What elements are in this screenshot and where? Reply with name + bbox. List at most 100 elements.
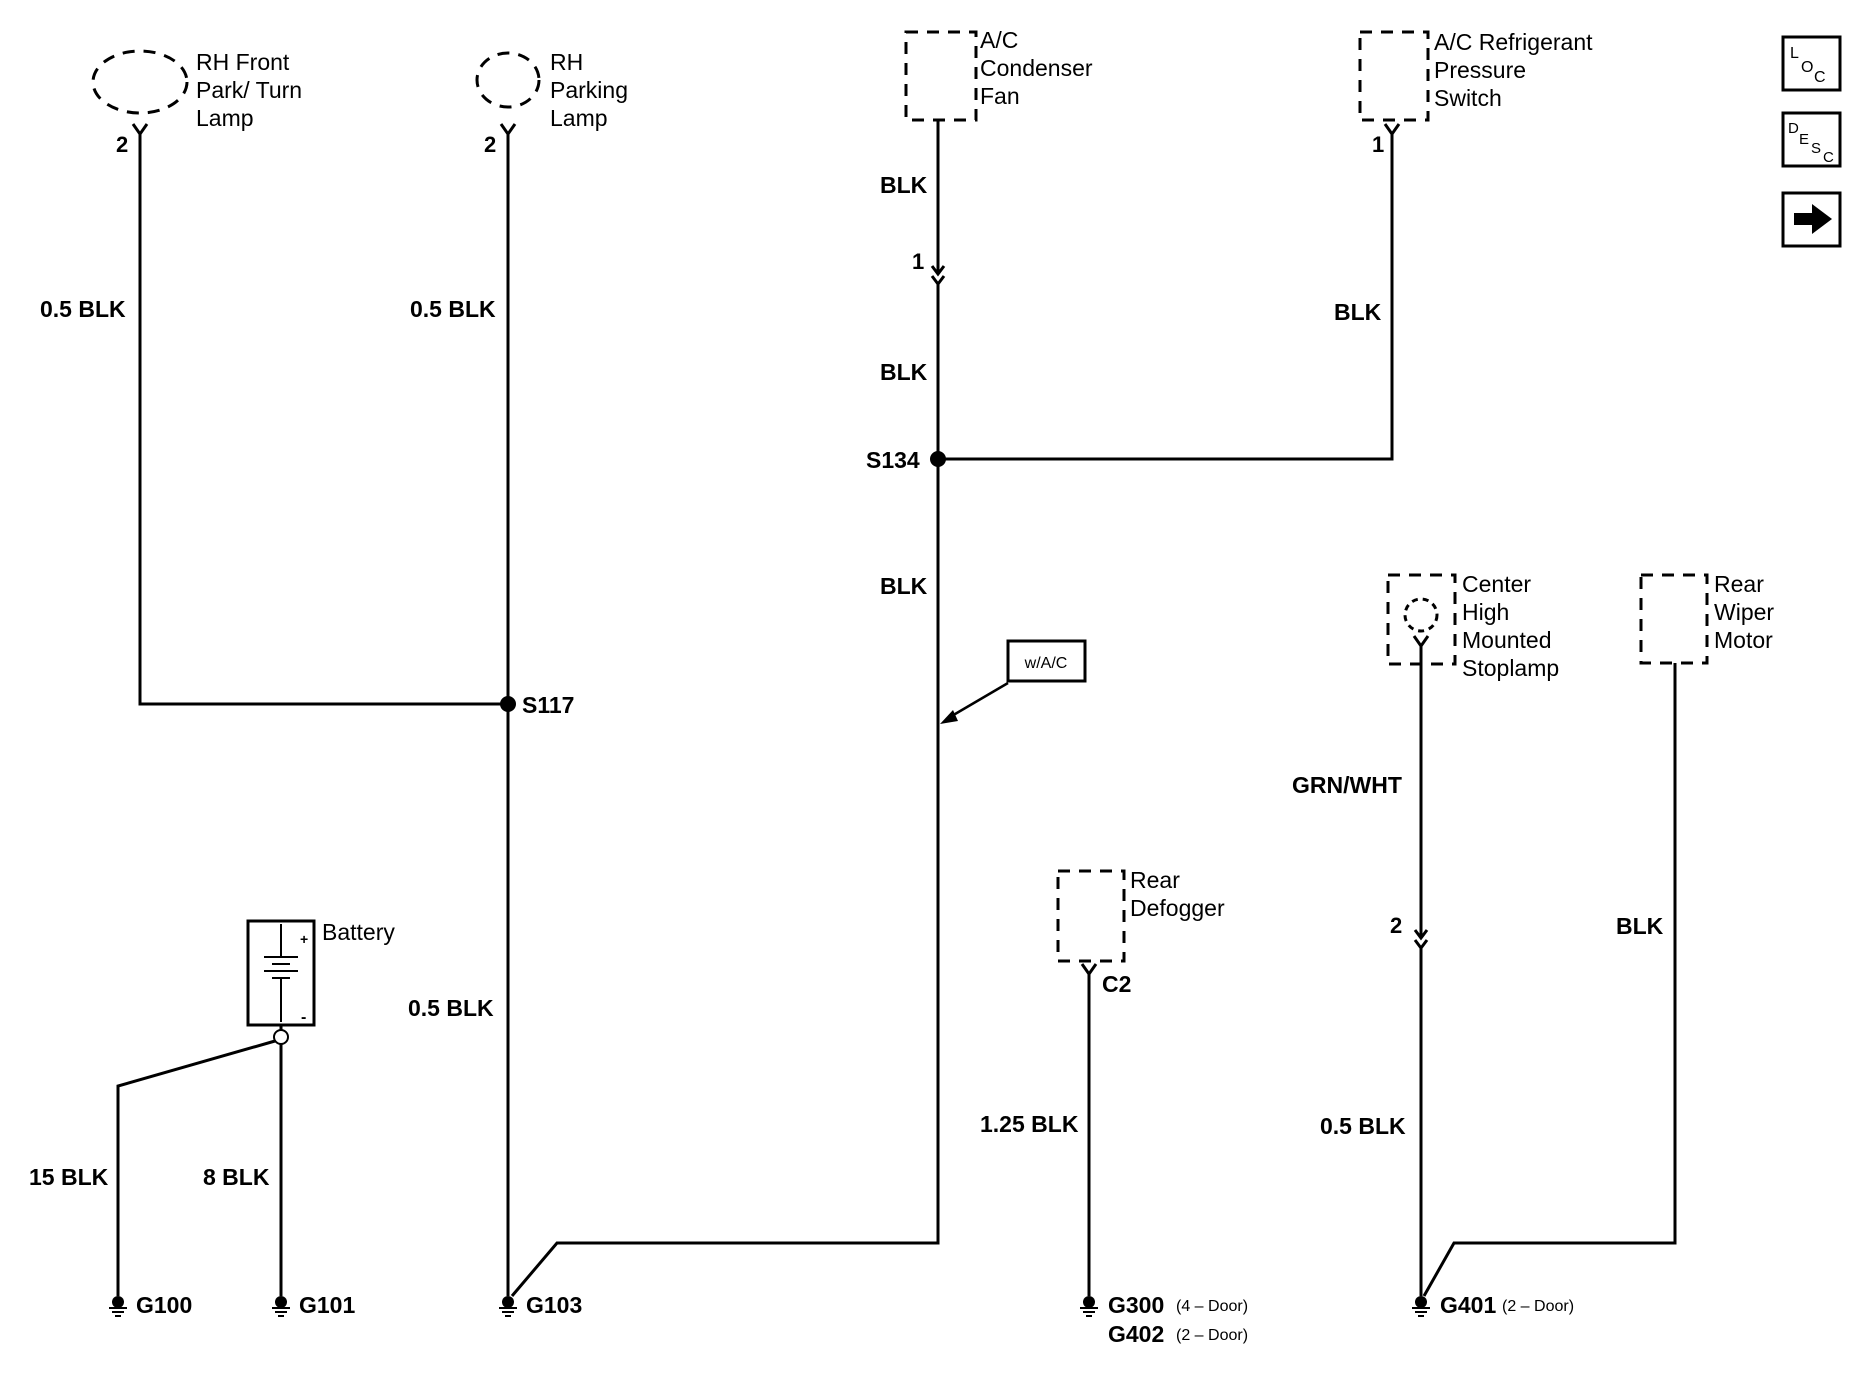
lamp-outline-icon xyxy=(91,49,189,115)
wire-ac-fan-lower xyxy=(510,284,940,1297)
ground-note: (2 – Door) xyxy=(1502,1298,1574,1315)
terminal-icon xyxy=(1383,123,1401,137)
pin-number: 1 xyxy=(1372,132,1384,157)
component-label: Lamp xyxy=(550,105,608,131)
wire-label: BLK xyxy=(880,172,928,198)
splice-label: S134 xyxy=(866,447,920,473)
wire-rear-wiper xyxy=(1422,663,1677,1297)
wire-label: 0.5 BLK xyxy=(410,296,496,322)
component-label: High xyxy=(1462,599,1509,625)
component-label: A/C Refrigerant xyxy=(1434,29,1593,55)
loc-button[interactable]: L O C xyxy=(1781,35,1842,92)
pin-number: 2 xyxy=(1390,913,1402,938)
ground-label: G402 xyxy=(1108,1321,1164,1347)
rear-wiper-motor: Rear Wiper Motor xyxy=(1639,571,1774,665)
wire-label: BLK xyxy=(1334,299,1382,325)
loc-button-label: C xyxy=(1814,69,1826,86)
ground-note: (2 – Door) xyxy=(1176,1327,1248,1344)
pin-number: 1 xyxy=(912,249,924,274)
component-label: Fan xyxy=(980,83,1020,109)
wire-label: BLK xyxy=(1616,913,1664,939)
ac-condenser-fan: A/C Condenser Fan xyxy=(904,27,1093,122)
component-outline xyxy=(1358,30,1430,122)
component-label: Center xyxy=(1462,571,1531,597)
wire-ac-switch xyxy=(938,134,1394,461)
component-outline xyxy=(1639,573,1709,665)
wire-label: 1.25 BLK xyxy=(980,1111,1079,1137)
connector-icon xyxy=(1413,929,1429,941)
battery-negative: - xyxy=(301,1009,306,1026)
ac-refrigerant-pressure-switch: A/C Refrigerant Pressure Switch 1 xyxy=(1358,29,1593,157)
loc-button-label: O xyxy=(1801,59,1813,76)
component-label: Condenser xyxy=(980,55,1093,81)
wire-label: BLK xyxy=(880,573,928,599)
next-button[interactable] xyxy=(1781,191,1842,248)
terminal-icon xyxy=(1412,635,1430,649)
desc-button-label: C xyxy=(1823,149,1834,166)
loc-button-label: L xyxy=(1790,45,1799,62)
terminal-icon xyxy=(499,123,517,137)
center-high-mounted-stoplamp: Center High Mounted Stoplamp xyxy=(1386,571,1559,681)
component-label: Motor xyxy=(1714,627,1773,653)
wire-label: 0.5 BLK xyxy=(408,995,494,1021)
ground-label: G300 xyxy=(1108,1292,1164,1318)
wire-label: 0.5 BLK xyxy=(40,296,126,322)
wire-battery-g100 xyxy=(116,1039,276,1296)
rear-defogger: Rear Defogger C2 xyxy=(1056,867,1225,997)
component-label: RH Front xyxy=(196,49,290,75)
splice-label: S117 xyxy=(522,692,574,718)
connector-label: C2 xyxy=(1102,971,1131,997)
component-label: Wiper xyxy=(1714,599,1774,625)
lamp-outline-icon xyxy=(475,51,541,109)
pin-number: 2 xyxy=(116,132,128,157)
ground-label: G103 xyxy=(526,1292,582,1318)
terminal-icon xyxy=(1080,963,1098,977)
battery: + - Battery xyxy=(246,919,395,1027)
option-flag-label: w/A/C xyxy=(1024,655,1068,672)
ground-icon xyxy=(498,1295,518,1317)
rh-front-park-turn-lamp: RH Front Park/ Turn Lamp 2 xyxy=(91,49,302,157)
wire-label: 15 BLK xyxy=(29,1164,109,1190)
component-label: RH xyxy=(550,49,583,75)
ground-label: G101 xyxy=(299,1292,355,1318)
splice-s117 xyxy=(500,696,516,712)
component-label: Defogger xyxy=(1130,895,1225,921)
option-flag-wac: w/A/C xyxy=(940,639,1087,724)
component-label: A/C xyxy=(980,27,1018,53)
component-label: Park/ Turn xyxy=(196,77,302,103)
component-label: Rear xyxy=(1130,867,1180,893)
ground-icon xyxy=(1411,1295,1431,1317)
component-label: Mounted xyxy=(1462,627,1552,653)
wire-label: BLK xyxy=(880,359,928,385)
component-label: Lamp xyxy=(196,105,254,131)
right-arrow-icon xyxy=(1794,204,1832,234)
battery-positive: + xyxy=(300,931,308,947)
desc-button-label: E xyxy=(1799,131,1809,148)
component-outline xyxy=(904,30,978,122)
desc-button-label: S xyxy=(1811,140,1821,157)
wire-label: 8 BLK xyxy=(203,1164,270,1190)
terminal-icon xyxy=(131,123,149,137)
component-label: Rear xyxy=(1714,571,1764,597)
ground-note: (4 – Door) xyxy=(1176,1298,1248,1315)
component-label: Battery xyxy=(322,919,395,945)
pointer-arrow-icon xyxy=(940,710,958,724)
component-label: Switch xyxy=(1434,85,1502,111)
lamp-outline-icon xyxy=(1403,597,1439,633)
ground-label: G401 xyxy=(1440,1292,1496,1318)
rh-parking-lamp: RH Parking Lamp 2 xyxy=(475,49,628,157)
connector-icon xyxy=(930,265,946,277)
desc-button[interactable]: D E S C xyxy=(1781,111,1842,168)
component-label: Pressure xyxy=(1434,57,1526,83)
wire-label: GRN/WHT xyxy=(1292,772,1402,798)
component-label: Stoplamp xyxy=(1462,655,1559,681)
wire-label: 0.5 BLK xyxy=(1320,1113,1406,1139)
pin-number: 2 xyxy=(484,132,496,157)
component-label: Parking xyxy=(550,77,628,103)
wire-rh-front-lamp xyxy=(138,134,507,706)
component-outline xyxy=(1056,869,1126,963)
ground-icon xyxy=(108,1295,128,1317)
desc-button-label: D xyxy=(1788,120,1799,137)
battery-terminal xyxy=(273,1029,289,1045)
